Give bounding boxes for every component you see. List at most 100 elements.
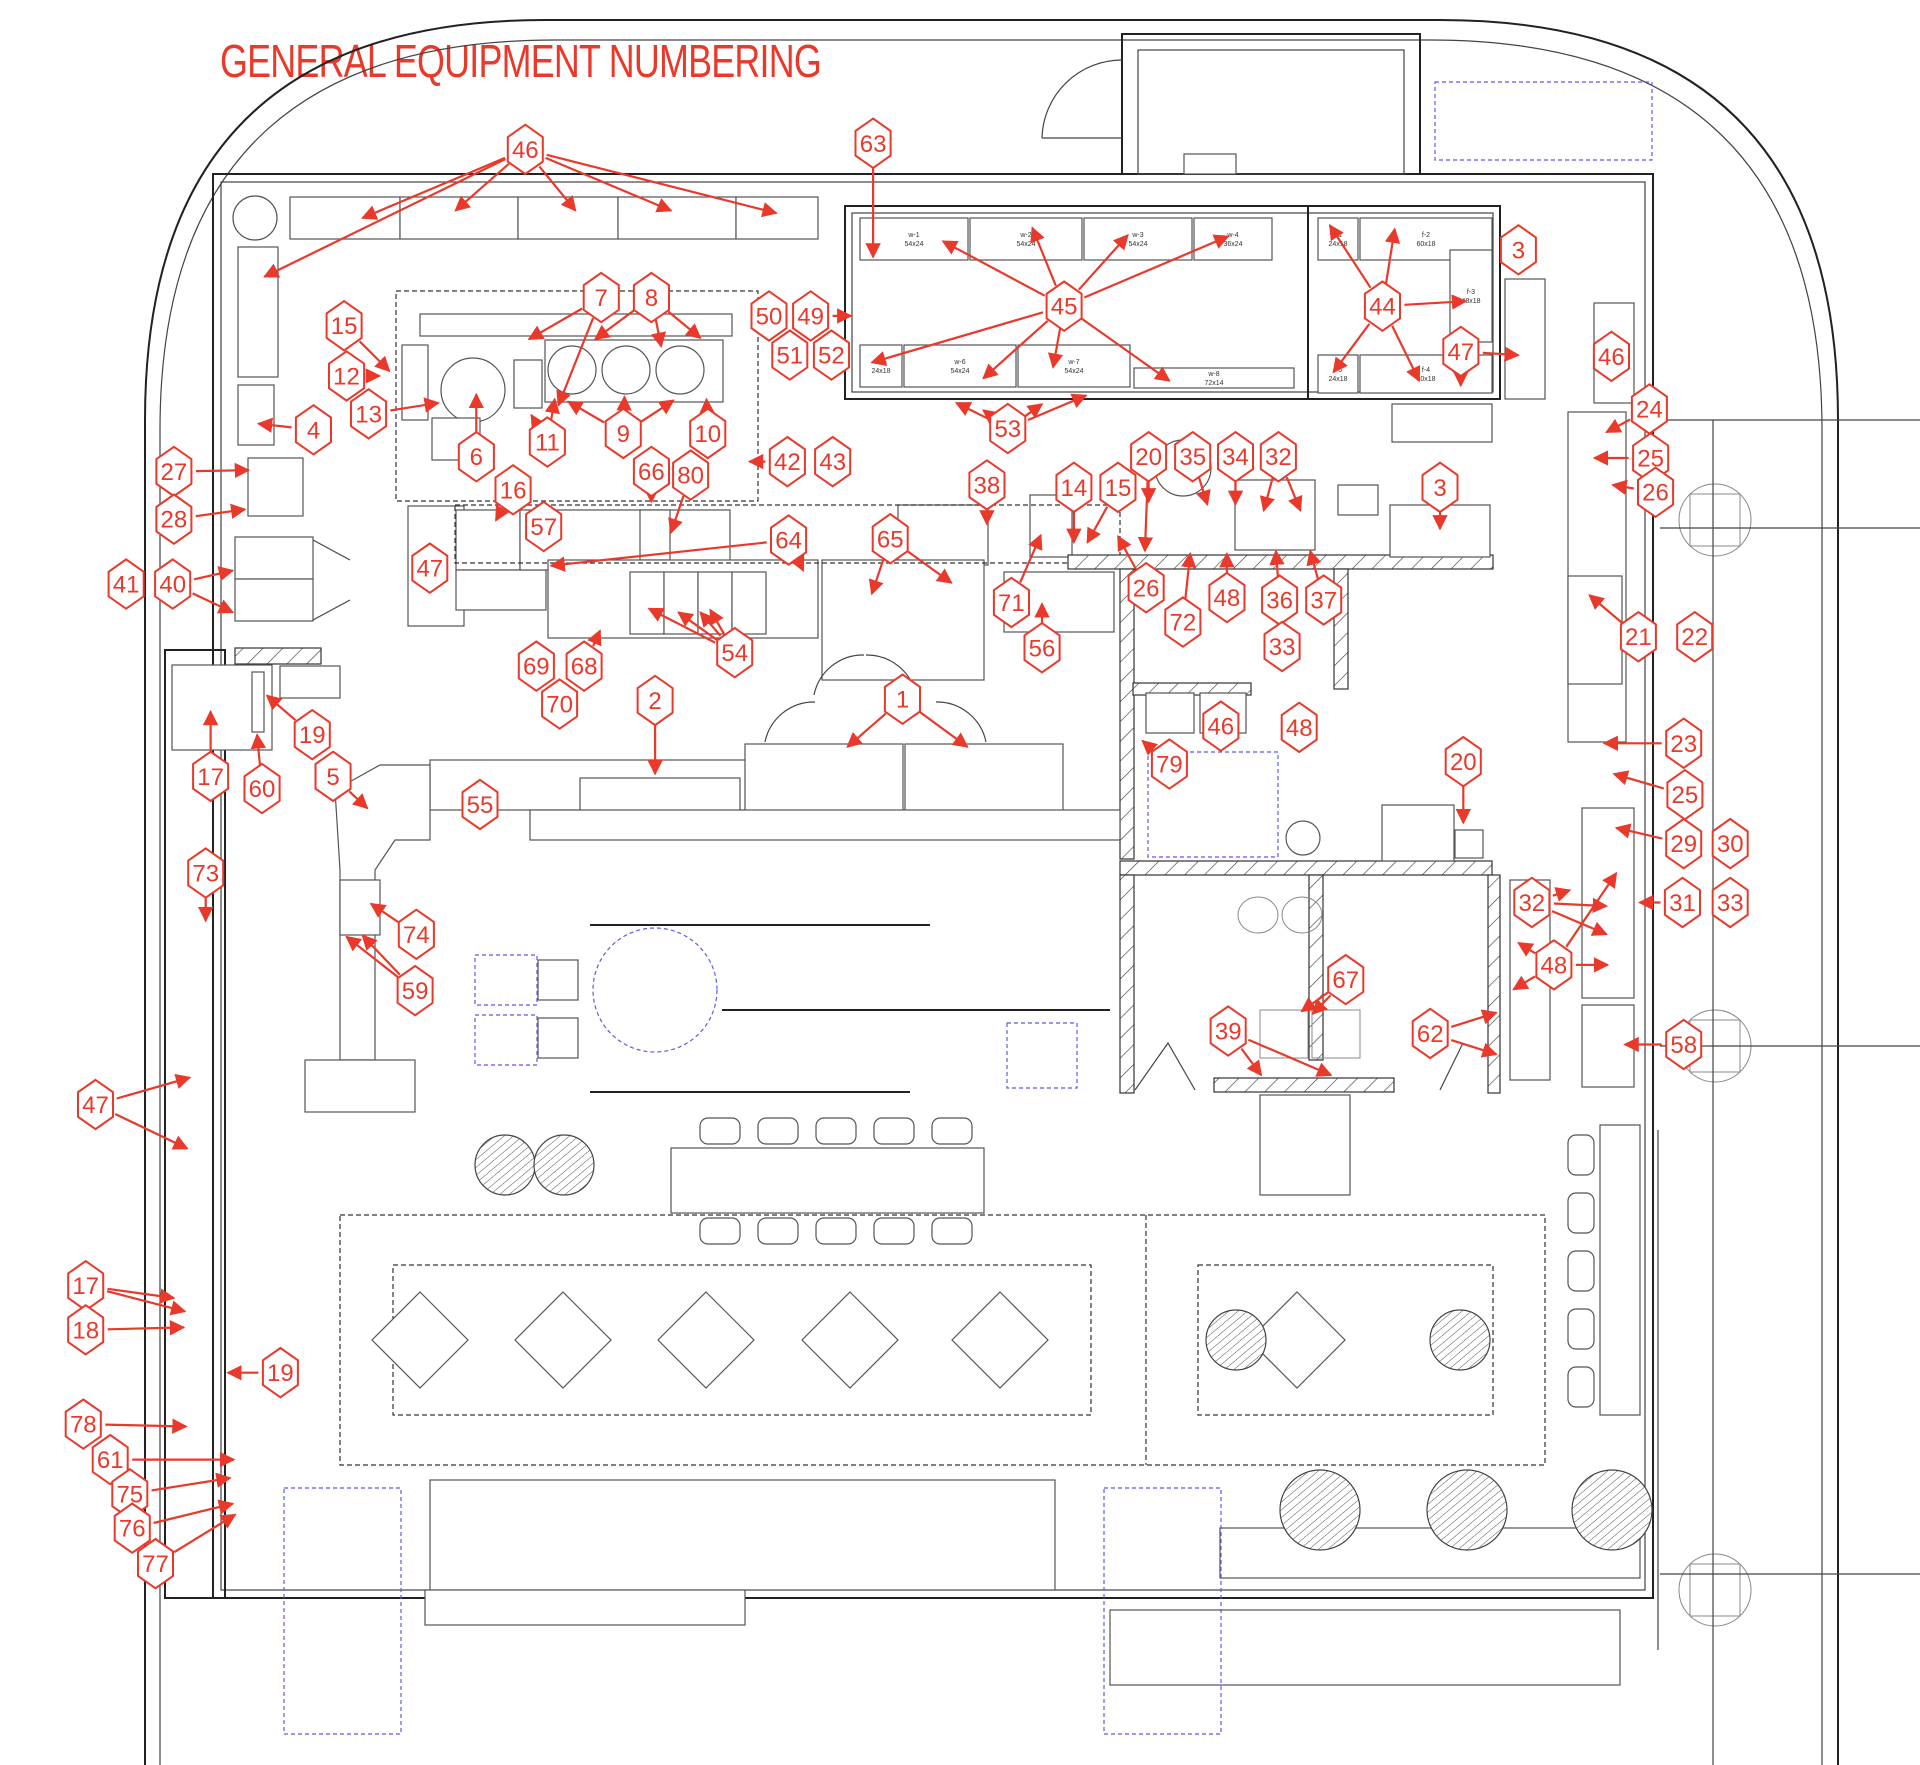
equipment-tag[interactable]: 33 [1263, 620, 1301, 673]
walk-in-cooler [844, 205, 1501, 400]
equipment-tag[interactable]: 34 [1217, 430, 1254, 483]
equipment-tag[interactable]: 26 [1127, 561, 1165, 614]
equipment-tag[interactable]: 38 [968, 459, 1006, 511]
equipment-tag[interactable]: 29 [1665, 817, 1703, 870]
equipment-tag[interactable]: 4 [294, 403, 332, 456]
equipment-tag[interactable]: 57 [525, 500, 563, 553]
equipment-tag[interactable]: 32 [1259, 430, 1297, 483]
equipment-tag[interactable]: 46 [1202, 700, 1240, 753]
equipment-tag[interactable]: 20 [1444, 735, 1482, 788]
equipment-tag[interactable]: 47 [411, 542, 449, 595]
equipment-tag[interactable]: 72 [1164, 596, 1202, 648]
equipment-tag[interactable]: 42 [768, 435, 806, 488]
equipment-tag[interactable]: 16 [494, 463, 532, 516]
hexagon-tag-icon [1665, 817, 1703, 870]
equipment-tag[interactable]: 30 [1711, 817, 1749, 870]
equipment-tag[interactable]: 53 [989, 402, 1027, 455]
equipment-tag[interactable]: 61 [91, 1433, 129, 1486]
equipment-tag[interactable]: 77 [137, 1537, 174, 1590]
equipment-tag[interactable]: 59 [396, 964, 434, 1017]
equipment-tag[interactable]: 62 [1411, 1007, 1449, 1060]
equipment-tag[interactable]: 20 [1130, 430, 1168, 483]
equipment-tag[interactable]: 65 [871, 512, 909, 565]
equipment-tag[interactable]: 71 [992, 576, 1030, 629]
equipment-tag[interactable]: 32 [1513, 876, 1551, 929]
equipment-tag[interactable]: 63 [854, 117, 892, 170]
equipment-tag[interactable]: 74 [397, 908, 435, 961]
equipment-tag[interactable]: 48 [1535, 939, 1573, 991]
equipment-tag[interactable]: 2 [636, 674, 674, 727]
equipment-tag[interactable]: 36 [1261, 574, 1299, 626]
equipment-tag[interactable]: 19 [261, 1346, 299, 1399]
equipment-tag[interactable]: 79 [1150, 738, 1188, 790]
equipment-tag[interactable]: 13 [350, 387, 388, 440]
equipment-tag[interactable]: 67 [1327, 953, 1365, 1006]
equipment-tag[interactable]: 70 [541, 678, 579, 730]
equipment-tag[interactable]: 24 [1630, 383, 1668, 435]
equipment-tag[interactable]: 76 [113, 1502, 151, 1555]
equipment-tag[interactable]: 17 [192, 750, 230, 803]
equipment-tag[interactable]: 60 [243, 762, 281, 815]
equipment-tag[interactable]: 3 [1421, 461, 1459, 514]
equipment-tag[interactable]: 27 [155, 445, 193, 498]
hexagon-tag-icon [506, 123, 544, 176]
equipment-tag[interactable]: 80 [672, 449, 710, 501]
equipment-tag[interactable]: 44 [1363, 280, 1401, 333]
equipment-tag[interactable]: 11 [528, 416, 566, 468]
equipment-tag[interactable]: 55 [461, 778, 499, 831]
equipment-tag[interactable]: 25 [1666, 768, 1704, 821]
equipment-tag[interactable]: 48 [1208, 571, 1246, 624]
equipment-tag[interactable]: 49 [792, 290, 830, 342]
hexagon-tag-icon [457, 430, 495, 483]
equipment-tag[interactable]: 17 [67, 1259, 105, 1312]
equipment-tag[interactable]: 9 [604, 407, 642, 460]
equipment-tag[interactable]: 35 [1174, 430, 1212, 483]
equipment-tag[interactable]: 7 [582, 271, 620, 324]
equipment-tag[interactable]: 18 [67, 1303, 105, 1356]
equipment-tag[interactable]: 46 [1592, 330, 1630, 383]
equipment-tag[interactable]: 48 [1280, 701, 1318, 754]
equipment-tag[interactable]: 5 [314, 750, 352, 803]
leader-arrow [545, 156, 673, 213]
equipment-tag[interactable]: 47 [77, 1078, 114, 1131]
hexagon-tag-icon [1209, 1005, 1247, 1057]
equipment-tag[interactable]: 26 [1637, 466, 1675, 519]
equipment-tag[interactable]: 37 [1305, 574, 1343, 626]
equipment-tag[interactable]: 51 [771, 329, 809, 381]
equipment-tag[interactable]: 3 [1499, 223, 1537, 276]
equipment-tag[interactable]: 46 [506, 123, 544, 176]
equipment-tag[interactable]: 50 [750, 290, 788, 342]
equipment-tag[interactable]: 41 [107, 558, 145, 610]
equipment-tag[interactable]: 1 [883, 673, 921, 726]
equipment-tag[interactable]: 43 [814, 435, 852, 488]
equipment-tag[interactable]: 45 [1045, 280, 1083, 333]
equipment-tag[interactable]: 15 [1099, 461, 1137, 514]
equipment-tag[interactable]: 28 [155, 493, 193, 546]
equipment-tag[interactable]: 10 [689, 407, 727, 460]
equipment-tag[interactable]: 68 [565, 640, 603, 693]
equipment-tag[interactable]: 52 [812, 329, 850, 381]
equipment-tag[interactable]: 8 [632, 271, 670, 324]
equipment-tag[interactable]: 23 [1665, 717, 1703, 770]
equipment-tag[interactable]: 39 [1209, 1005, 1247, 1057]
equipment-tag[interactable]: 21 [1619, 610, 1657, 663]
equipment-tag[interactable]: 22 [1676, 610, 1714, 663]
equipment-tag[interactable]: 54 [716, 626, 754, 679]
equipment-tag[interactable]: 56 [1023, 621, 1061, 674]
equipment-tag[interactable]: 33 [1711, 876, 1749, 929]
equipment-tag[interactable]: 69 [517, 640, 555, 693]
equipment-tag[interactable]: 14 [1055, 461, 1093, 514]
equipment-tag[interactable]: 15 [325, 299, 363, 352]
leader-arrow [650, 318, 667, 349]
equipment-tag[interactable]: 58 [1665, 1018, 1703, 1071]
equipment-tag[interactable]: 78 [64, 1398, 102, 1450]
equipment-tag[interactable]: 66 [632, 445, 670, 498]
equipment-tag[interactable]: 64 [770, 514, 808, 566]
equipment-tag[interactable]: 31 [1663, 876, 1701, 929]
equipment-tag[interactable]: 47 [1442, 325, 1480, 378]
equipment-tag[interactable]: 40 [154, 558, 192, 610]
equipment-tag[interactable]: 19 [293, 708, 331, 761]
equipment-tag[interactable]: 6 [457, 430, 495, 483]
equipment-tag[interactable]: 12 [328, 350, 366, 402]
equipment-tag[interactable]: 73 [187, 847, 225, 899]
